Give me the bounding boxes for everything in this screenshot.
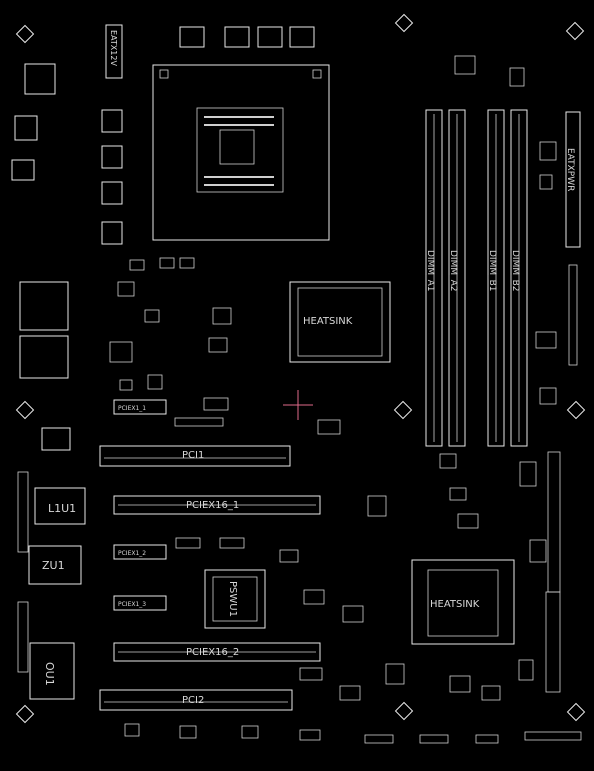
pci-slots	[99, 445, 293, 711]
eatxpwr-label: EATXPWR	[565, 148, 575, 191]
eatx12v-label: EATX12V	[109, 30, 118, 66]
pci2-label: PCI2	[182, 695, 204, 706]
dimm-slots	[425, 109, 528, 447]
ou1-label: OU1	[43, 662, 56, 686]
small-components	[17, 55, 582, 744]
zu1-label: ZU1	[42, 559, 65, 572]
pciex1-3-label: PCIEX1_3	[118, 601, 146, 608]
pciex16-slots	[113, 495, 321, 662]
eatxpwr-connector	[565, 111, 581, 366]
l1u1-label: L1U1	[48, 502, 76, 515]
crosshair-marker	[283, 390, 313, 420]
pci1-label: PCI1	[182, 450, 204, 461]
pciex1-2-label: PCIEX1_2	[118, 550, 146, 557]
eatx12v-connector	[105, 24, 123, 79]
south-heatsink	[411, 559, 515, 645]
dimm-b1-label: DIMM_B1	[487, 250, 497, 292]
pciex1-1-label: PCIEX1_1	[118, 405, 146, 412]
north-heatsink	[289, 281, 391, 363]
psw-label: PSWU1	[227, 581, 238, 617]
dimm-b2-label: DIMM_B2	[510, 250, 520, 292]
cpu-socket	[152, 64, 330, 241]
left-ics	[19, 63, 86, 700]
pciex1-slots	[113, 399, 167, 611]
vrm-inductors	[11, 26, 315, 245]
dimm-a1-label: DIMM_A1	[425, 250, 435, 292]
pciex16-1-label: PCIEX16_1	[186, 500, 239, 511]
dimm-a2-label: DIMM_A2	[448, 250, 458, 292]
pciex16-2-label: PCIEX16_2	[186, 647, 239, 658]
south-heatsink-label: HEATSINK	[430, 599, 480, 610]
mounting-holes	[15, 13, 586, 724]
north-heatsink-label: HEATSINK	[303, 316, 353, 327]
psw-chip	[204, 569, 266, 629]
